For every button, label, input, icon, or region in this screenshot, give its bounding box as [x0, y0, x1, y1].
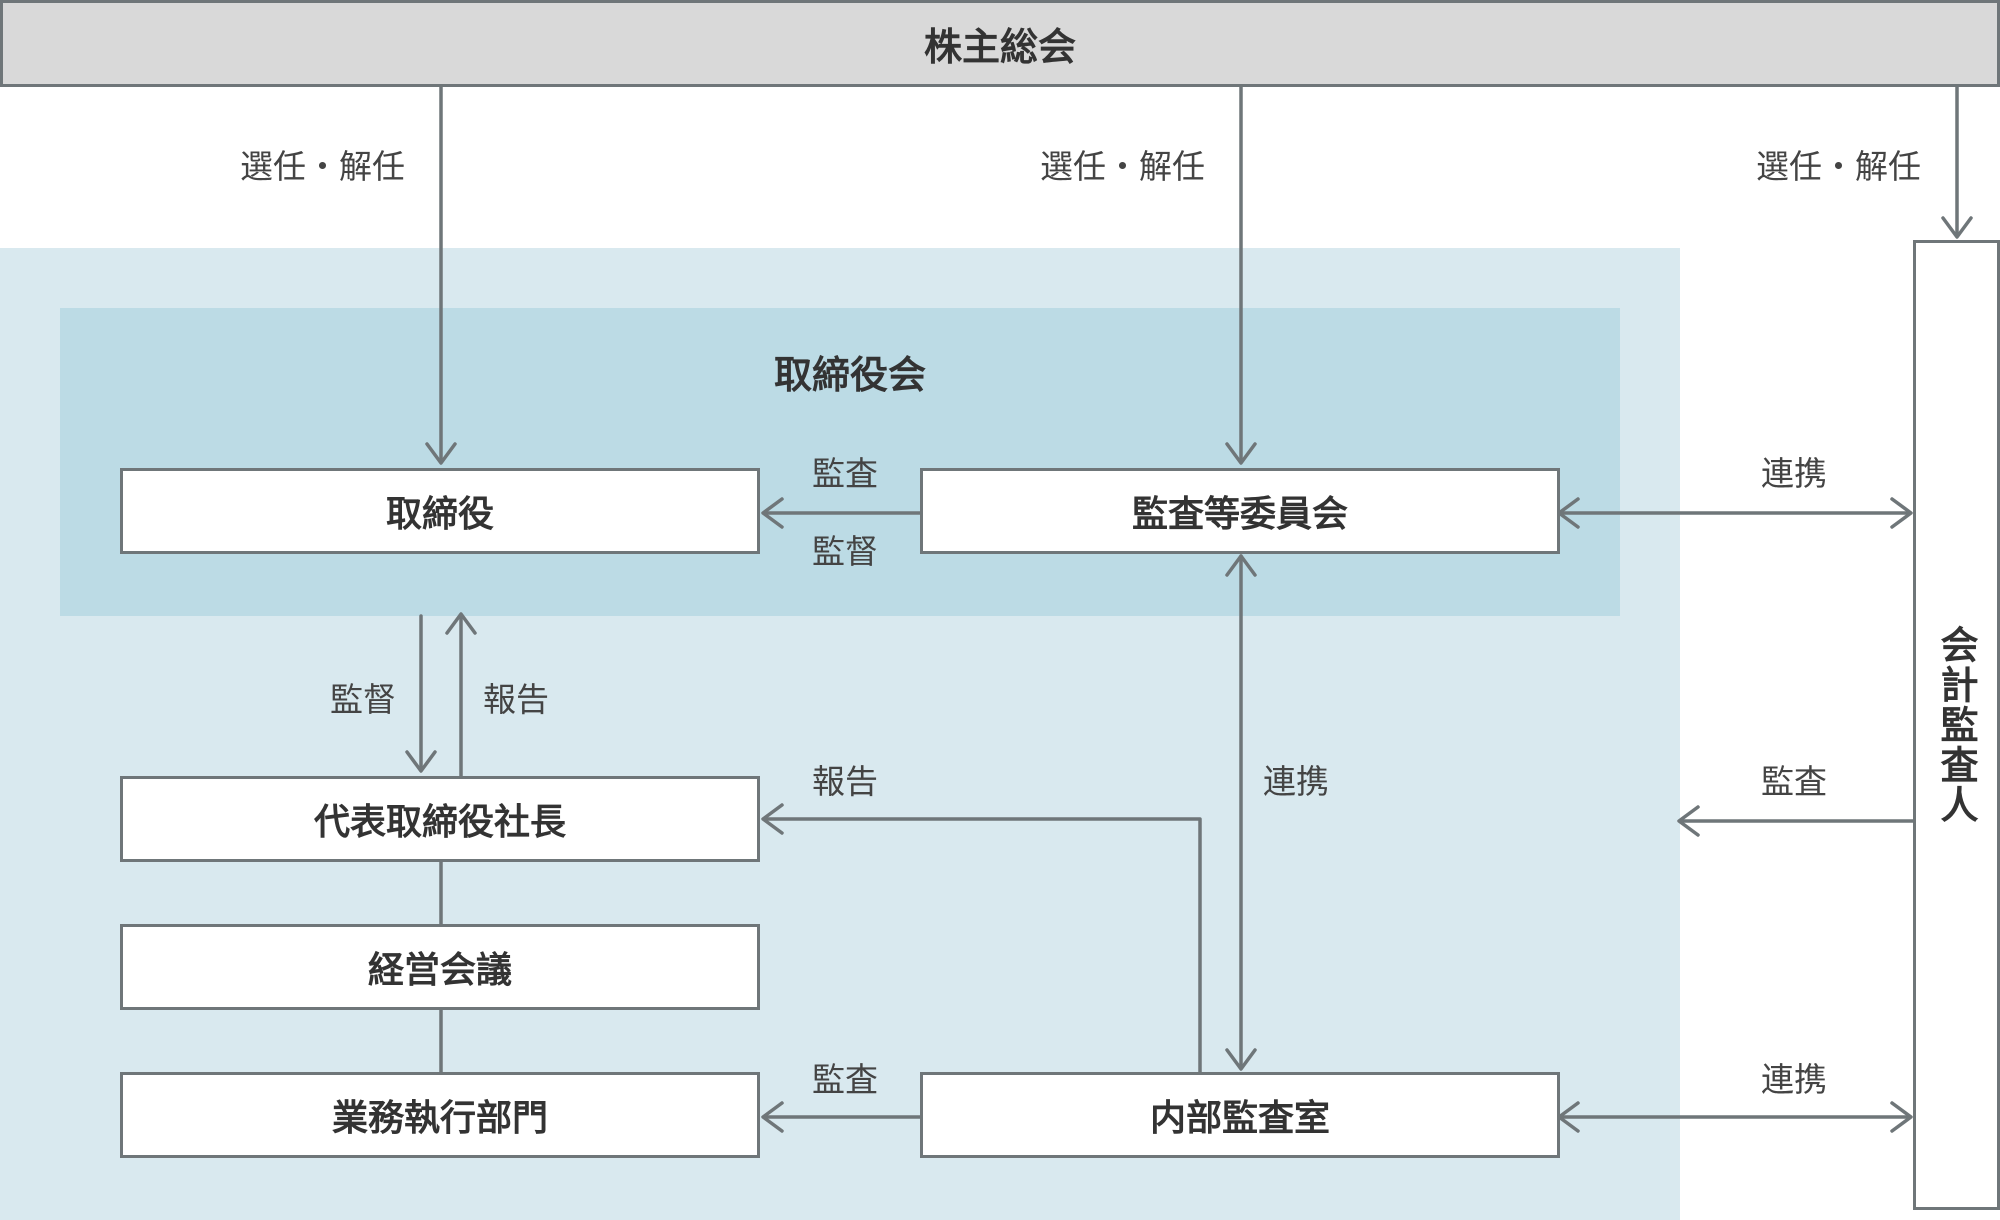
board-title: 取締役会 [773, 353, 926, 397]
arrowhead-committee-internal-down [1225, 1048, 1257, 1071]
arrowhead-committee-auditor-left [1557, 497, 1580, 529]
accounting-auditor-label: 会計監査人 [1934, 625, 1978, 825]
audit-committee-label: 監査等委員会 [1131, 494, 1348, 535]
accounting-auditor-box: 会計監査人 [1913, 240, 2000, 1210]
label-report-president: 報告 [812, 762, 878, 801]
board-region [60, 308, 1620, 616]
label-audit-by-auditor: 監査 [1761, 762, 1827, 801]
label-cooperation-internal: 連携 [1263, 762, 1329, 801]
arrowhead-committee-to-directors [761, 497, 784, 529]
shareholders-meeting: 株主総会 [0, 0, 2000, 87]
business-divisions-label: 業務執行部門 [331, 1098, 548, 1139]
arrowhead-auditor-audit [1677, 805, 1700, 837]
internal-audit-label: 内部監査室 [1149, 1098, 1330, 1139]
president-label: 代表取締役社長 [313, 802, 566, 843]
internal-audit-box: 内部監査室 [920, 1072, 1560, 1158]
arrowhead-appoint-auditor [1941, 216, 1973, 239]
directors-label: 取締役 [385, 494, 494, 535]
arrowhead-internal-auditor-left [1557, 1101, 1580, 1133]
arrow-internal-report-president [762, 817, 1202, 1074]
directors-box: 取締役 [120, 468, 760, 554]
label-supervise-president: 監督 [330, 680, 396, 719]
label-appoint-committee: 選任・解任 [1040, 147, 1205, 186]
president-box: 代表取締役社長 [120, 776, 760, 862]
audit-committee-box: 監査等委員会 [920, 468, 1560, 554]
label-supervise-directors: 監督 [812, 532, 878, 571]
arrowhead-appoint-directors [425, 442, 457, 465]
management-meeting-box: 経営会議 [120, 924, 760, 1010]
arrowhead-committee-auditor-right [1890, 497, 1913, 529]
label-appoint-auditor: 選任・解任 [1756, 147, 1921, 186]
label-cooperation-internal-auditor: 連携 [1761, 1060, 1827, 1099]
label-report-directors: 報告 [483, 680, 549, 719]
arrowhead-committee-internal-up [1225, 554, 1257, 577]
arrowhead-supervise-president [405, 750, 437, 773]
arrowhead-internal-report-president [761, 803, 784, 835]
arrowhead-report-directors [445, 612, 477, 635]
shareholders-meeting-label: 株主総会 [923, 25, 1076, 69]
arrowhead-internal-auditor-right [1890, 1101, 1913, 1133]
arrowhead-appoint-committee [1225, 442, 1257, 465]
business-divisions-box: 業務執行部門 [120, 1072, 760, 1158]
arrowhead-internal-audit-divisions [761, 1101, 784, 1133]
management-meeting-label: 経営会議 [367, 950, 512, 991]
label-audit-business: 監査 [812, 1060, 878, 1099]
label-appoint-directors: 選任・解任 [240, 147, 405, 186]
label-cooperation-committee-auditor: 連携 [1761, 454, 1827, 493]
label-audit-directors: 監査 [812, 454, 878, 493]
